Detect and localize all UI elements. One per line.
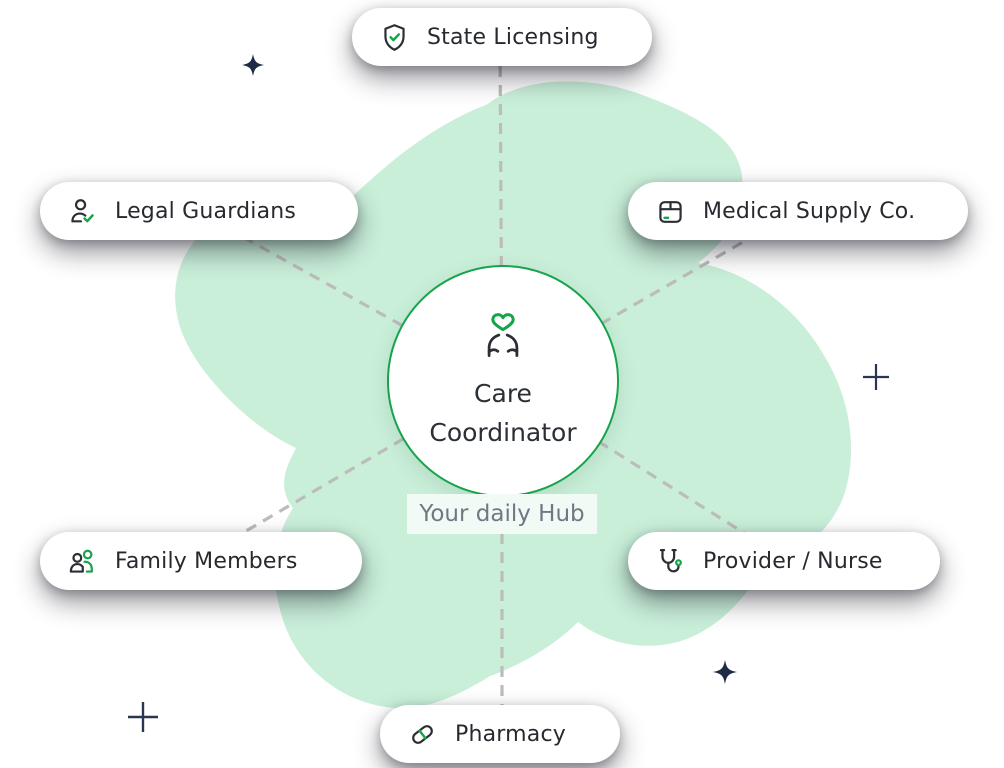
sparkle-decorations — [128, 54, 889, 732]
node-pill-state-licensing[interactable]: State Licensing — [352, 8, 652, 66]
node-pill-provider-nurse[interactable]: Provider / Nurse — [628, 532, 940, 590]
node-label: Pharmacy — [455, 721, 566, 747]
care-coordinator-hub[interactable]: Care Coordinator — [387, 265, 619, 497]
node-label: Legal Guardians — [115, 198, 297, 224]
node-pill-medical-supply[interactable]: Medical Supply Co. — [628, 182, 968, 240]
sparkle-icon — [713, 660, 737, 684]
package-icon — [655, 196, 686, 227]
capsule-icon — [407, 719, 438, 750]
hub-title-line2: Coordinator — [429, 418, 577, 447]
node-pill-legal-guardians[interactable]: Legal Guardians — [40, 182, 358, 240]
node-label: State Licensing — [427, 24, 599, 50]
plus-sparkle-icon — [128, 702, 158, 732]
plus-sparkle-icon — [863, 364, 889, 390]
node-pill-family-members[interactable]: Family Members — [40, 532, 362, 590]
hub-title-line1: Care — [474, 379, 532, 409]
node-label: Provider / Nurse — [703, 548, 883, 574]
shield-check-icon — [379, 22, 410, 53]
hands-holding-heart-icon — [474, 303, 532, 365]
users-icon — [67, 546, 98, 577]
node-label: Medical Supply Co. — [703, 198, 916, 224]
sparkle-icon — [242, 54, 264, 76]
user-check-icon — [67, 196, 98, 227]
node-pill-pharmacy[interactable]: Pharmacy — [380, 705, 620, 763]
node-label: Family Members — [115, 548, 298, 574]
stethoscope-icon — [655, 546, 686, 577]
hub-caption: Your daily Hub — [407, 494, 597, 534]
